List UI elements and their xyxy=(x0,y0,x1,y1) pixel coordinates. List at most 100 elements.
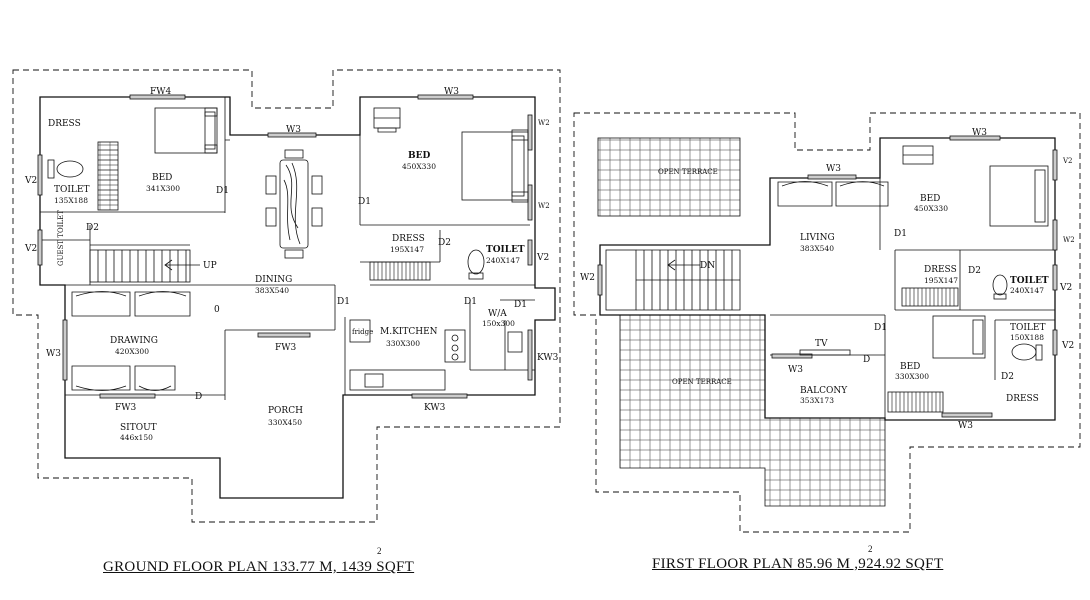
first-label-dress-dim: 195X147 xyxy=(924,276,958,285)
ground-dining-table xyxy=(265,149,323,259)
first-label-w3-living: W3 xyxy=(826,164,841,174)
ground-label-guest-toilet: GUEST TOILET xyxy=(57,210,65,266)
ground-window-w2-top xyxy=(527,114,533,151)
ground-label-kitchen: M.KITCHEN xyxy=(380,327,438,337)
ground-label-up: UP xyxy=(203,261,217,271)
ground-label-bed: BED xyxy=(152,173,172,183)
ground-caption-superscript: 2 xyxy=(377,546,382,556)
ground-label-d1-bed2: D1 xyxy=(358,197,371,207)
first-window-w2-stair xyxy=(597,264,603,296)
first-label-w3-bottom: W3 xyxy=(958,421,973,431)
ground-dress-rack-2 xyxy=(369,261,431,281)
first-toilet2-fixture xyxy=(1011,343,1043,361)
ground-label-fw3-porch: FW3 xyxy=(275,343,296,353)
first-label-d1-bed: D1 xyxy=(894,229,907,239)
first-bed2-furniture xyxy=(887,315,986,413)
first-label-d-balcony: D xyxy=(863,355,870,365)
ground-toilet-fixture xyxy=(47,159,84,179)
ground-label-d1-kitchen: D1 xyxy=(464,297,477,307)
first-dress-rack xyxy=(901,287,959,307)
ground-window-fw4 xyxy=(129,94,186,100)
ground-label-toilet: TOILET xyxy=(54,185,90,195)
ground-window-w2-bottom xyxy=(527,184,533,221)
first-label-bed2-dim: 330X300 xyxy=(895,372,929,381)
ground-window-kw3-right xyxy=(527,329,533,381)
ground-drawing-sofas xyxy=(71,291,191,391)
first-label-v2-toilet2: V2 xyxy=(1061,341,1074,351)
ground-label-porch: PORCH xyxy=(268,406,303,416)
first-label-balcony: BALCONY xyxy=(800,386,848,396)
first-caption-superscript: 2 xyxy=(868,544,873,554)
first-window-w3-bed xyxy=(949,135,1001,141)
first-label-toilet2: TOILET xyxy=(1010,323,1046,333)
ground-label-d1-dining: D1 xyxy=(337,297,350,307)
ground-label-drawing-dim: 420X300 xyxy=(115,347,149,356)
ground-label-dress: DRESS xyxy=(48,119,81,129)
first-label-v2-top: V2 xyxy=(1062,157,1073,165)
first-window-w3-balcony xyxy=(771,353,813,359)
first-label-dress2: DRESS xyxy=(1006,394,1039,404)
ground-label-bed2-dim: 450X330 xyxy=(402,162,436,171)
ground-window-w3-drawing xyxy=(62,319,68,381)
ground-label-d2-dress: D2 xyxy=(438,238,451,248)
first-floor-caption: FIRST FLOOR PLAN 85.96 M ,924.92 SQFT xyxy=(652,556,944,572)
first-label-bed: BED xyxy=(920,194,940,204)
ground-label-porch-dim: 330X450 xyxy=(268,418,302,427)
ground-window-w3-dining xyxy=(267,132,317,138)
ground-label-fw3-sitout: FW3 xyxy=(115,403,136,413)
first-tv-unit xyxy=(799,349,851,356)
first-staircase xyxy=(605,249,741,311)
ground-label-w2-bottom: W2 xyxy=(538,202,550,210)
ground-label-d2: D2 xyxy=(86,223,99,233)
first-label-dn: DN xyxy=(700,261,715,271)
ground-window-v2-left xyxy=(37,154,43,196)
ground-window-fw3-porch xyxy=(257,332,311,338)
first-label-d2-toilet: D2 xyxy=(1001,372,1014,382)
ground-window-fw3-sitout xyxy=(99,393,156,399)
ground-label-dining-dim: 383X540 xyxy=(255,286,289,295)
ground-label-dining: DINING xyxy=(255,275,292,285)
ground-label-toilet2-dim: 240X147 xyxy=(486,256,520,265)
first-label-w3-balcony: W3 xyxy=(788,365,803,375)
ground-label-kw3-right: KW3 xyxy=(537,353,559,363)
first-label-bed-dim: 450X330 xyxy=(914,204,948,213)
ground-plot-boundary xyxy=(12,69,561,523)
ground-label-dress2: DRESS xyxy=(392,234,425,244)
first-floor-plan: OPEN TERRACE W3 W3 V2 BED 450X330 W2 LIV… xyxy=(573,112,1081,533)
first-label-living: LIVING xyxy=(800,233,835,243)
first-toilet-fixture xyxy=(992,274,1008,300)
ground-label-d1-bed: D1 xyxy=(216,186,229,196)
first-label-w3-bed: W3 xyxy=(972,128,987,138)
ground-window-v2-toilet xyxy=(527,239,533,266)
ground-window-w3-bed xyxy=(417,94,474,100)
ground-label-kw3-bottom: KW3 xyxy=(424,403,446,413)
ground-label-fridge: fridge xyxy=(352,328,373,336)
ground-label-kitchen-dim: 330X300 xyxy=(386,339,420,348)
ground-label-drawing: DRAWING xyxy=(110,336,158,346)
first-window-v2-toilet2 xyxy=(1052,329,1058,356)
ground-label-bed2: BED xyxy=(408,151,430,161)
ground-label-wa: W/A xyxy=(488,309,507,319)
ground-window-kw3-bottom xyxy=(411,393,468,399)
ground-label-toilet2: TOILET xyxy=(486,245,525,255)
ground-label-sitout: SITOUT xyxy=(120,423,157,433)
ground-staircase xyxy=(89,244,200,283)
first-living-sofas xyxy=(777,181,889,207)
first-label-open-terrace-bottom: OPEN TERRACE xyxy=(672,378,732,386)
ground-window-v2-guest xyxy=(37,229,43,266)
ground-label-w3-drawing: W3 xyxy=(46,349,61,359)
ground-label-w3-dining: W3 xyxy=(286,125,301,135)
first-label-toilet-dim: 240X147 xyxy=(1010,286,1044,295)
ground-floor-plan: FW4 DRESS BED 341X300 V2 TOILET 135X188 … xyxy=(12,69,561,523)
ground-label-d-sitout: D xyxy=(195,392,202,402)
ground-label-bed-dim: 341X300 xyxy=(146,184,180,193)
ground-toilet2-fixture xyxy=(467,249,485,280)
ground-label-d1-wa: D1 xyxy=(514,300,527,310)
first-label-balcony-dim: 353X173 xyxy=(800,396,834,405)
first-label-w2: W2 xyxy=(1063,236,1075,244)
first-label-w2-stair: W2 xyxy=(580,273,595,283)
ground-kitchen-fixtures xyxy=(349,319,523,391)
first-label-tv: TV xyxy=(815,339,828,349)
ground-label-fw4: FW4 xyxy=(150,87,171,97)
